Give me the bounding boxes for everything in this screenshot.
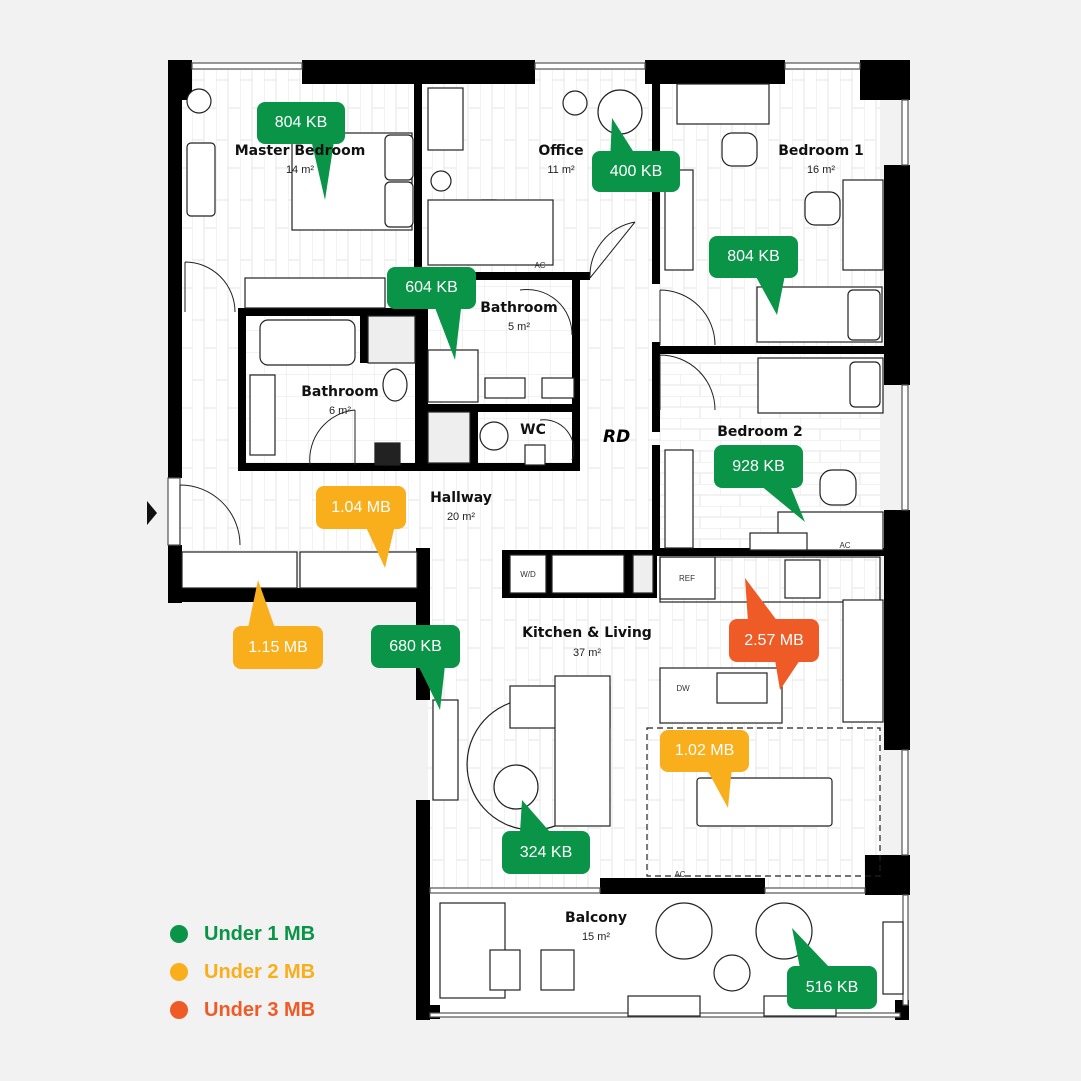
legend-item-under-1mb: Under 1 MB <box>170 915 315 953</box>
size-marker-kitchen[interactable]: 2.57 MB <box>729 619 819 662</box>
room-area-office: 11 m² <box>547 164 575 176</box>
orange-dot-icon <box>170 1001 188 1019</box>
washer-dryer-label: W/D <box>520 570 536 579</box>
room-name-hallway: Hallway <box>430 490 492 506</box>
size-marker-living-tv[interactable]: 680 KB <box>371 625 460 668</box>
dishwasher-label: DW <box>676 684 690 693</box>
room-area-bathroom-5: 5 m² <box>508 321 530 333</box>
room-area-bedroom-1: 16 m² <box>806 164 836 176</box>
legend-item-under-3mb: Under 3 MB <box>170 991 315 1029</box>
room-name-bedroom-2: Bedroom 2 <box>717 424 803 440</box>
room-name-office: Office <box>538 143 584 159</box>
size-marker-bedroom-2[interactable]: 928 KB <box>714 445 803 488</box>
refrigerator-label: REF <box>679 574 695 583</box>
size-marker-master-bedroom[interactable]: 804 KB <box>257 102 345 144</box>
ac-label: AC <box>839 541 850 550</box>
size-marker-bedroom-1[interactable]: 804 KB <box>709 236 798 278</box>
room-area-bathroom-6: 6 m² <box>329 405 351 417</box>
room-name-wc: WC <box>520 422 546 438</box>
size-marker-balcony[interactable]: 516 KB <box>787 966 877 1009</box>
size-marker-bathroom-5[interactable]: 604 KB <box>387 267 476 309</box>
size-marker-hallway-closet[interactable]: 1.15 MB <box>233 626 323 669</box>
legend: Under 1 MB Under 2 MB Under 3 MB <box>170 915 315 1029</box>
size-marker-office[interactable]: 400 KB <box>592 151 680 192</box>
size-marker-hallway[interactable]: 1.04 MB <box>316 486 406 529</box>
ac-label: AC <box>674 870 685 879</box>
rd-logo: RD <box>603 427 631 447</box>
legend-label: Under 2 MB <box>204 960 316 983</box>
room-area-hallway: 20 m² <box>446 511 476 523</box>
room-area-kitchen-living: 37 m² <box>572 647 602 659</box>
room-name-bathroom-6: Bathroom <box>301 384 379 400</box>
size-marker-dining[interactable]: 1.02 MB <box>660 730 749 772</box>
bubble-pointers <box>248 118 830 968</box>
room-name-balcony: Balcony <box>565 910 627 926</box>
room-area-balcony: 15 m² <box>581 931 611 943</box>
ac-label: AC <box>534 261 545 270</box>
walls <box>168 60 910 1020</box>
furniture <box>181 83 904 1017</box>
room-name-master-bedroom: Master Bedroom <box>234 143 366 159</box>
legend-label: Under 1 MB <box>204 922 316 945</box>
legend-item-under-2mb: Under 2 MB <box>170 953 315 991</box>
entrance-arrow-icon <box>147 501 157 525</box>
room-name-kitchen-living: Kitchen & Living <box>522 625 652 641</box>
room-name-bedroom-1: Bedroom 1 <box>778 143 864 159</box>
room-area-master-bedroom: 14 m² <box>285 164 315 176</box>
green-dot-icon <box>170 925 188 943</box>
fixture-labels: W/D REF DW AC AC AC <box>520 261 851 879</box>
room-name-bathroom-5: Bathroom <box>480 300 558 316</box>
size-marker-living[interactable]: 324 KB <box>502 831 590 874</box>
yellow-dot-icon <box>170 963 188 981</box>
doors <box>179 221 716 546</box>
legend-label: Under 3 MB <box>204 998 316 1021</box>
